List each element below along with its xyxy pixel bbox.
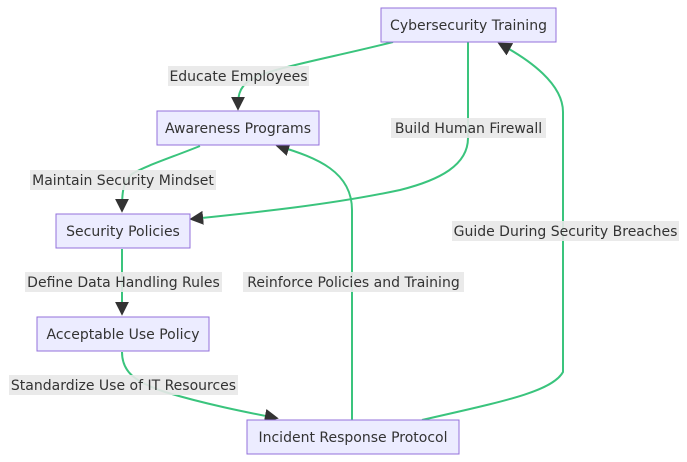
node-awareness-programs[interactable]: Awareness Programs	[156, 110, 320, 146]
edge-label-text: Define Data Handling Rules	[27, 275, 220, 291]
node-label: Incident Response Protocol	[258, 430, 447, 446]
edge-label-text: Reinforce Policies and Training	[247, 275, 459, 291]
node-acceptable-use-policy[interactable]: Acceptable Use Policy	[36, 316, 210, 352]
edge-build-human-firewall	[189, 42, 469, 225]
edge-label-text: Guide During Security Breaches	[454, 224, 678, 240]
edge-label-educate-employees: Educate Employees	[168, 66, 309, 86]
edge-label-define-data-handling-rules: Define Data Handling Rules	[25, 272, 222, 292]
nodes: Cybersecurity Training Awareness Program…	[36, 7, 557, 455]
node-label: Security Policies	[66, 224, 180, 240]
edge-label-reinforce-policies-training: Reinforce Policies and Training	[243, 272, 464, 292]
edge-label-guide-security-breaches: Guide During Security Breaches	[452, 221, 679, 241]
edge-label-maintain-security-mindset: Maintain Security Mindset	[30, 170, 216, 190]
node-label: Cybersecurity Training	[390, 18, 547, 34]
edge-reinforce-policies-training	[275, 142, 353, 420]
edge-label-text: Standardize Use of IT Resources	[11, 378, 236, 394]
edge-label-build-human-firewall: Build Human Firewall	[391, 118, 546, 138]
edge-labels: Educate Employees Build Human Firewall M…	[9, 66, 679, 395]
edge-label-standardize-it-resources: Standardize Use of IT Resources	[9, 375, 238, 395]
node-incident-response-protocol[interactable]: Incident Response Protocol	[246, 419, 460, 455]
edge-label-text: Build Human Firewall	[395, 121, 542, 137]
edge-label-text: Educate Employees	[169, 69, 307, 85]
node-label: Awareness Programs	[165, 121, 311, 137]
node-security-policies[interactable]: Security Policies	[55, 213, 191, 249]
node-cybersecurity-training[interactable]: Cybersecurity Training	[380, 7, 557, 43]
edge-guide-security-breaches	[421, 42, 564, 421]
edge-label-text: Maintain Security Mindset	[32, 173, 214, 189]
node-label: Acceptable Use Policy	[46, 327, 199, 343]
